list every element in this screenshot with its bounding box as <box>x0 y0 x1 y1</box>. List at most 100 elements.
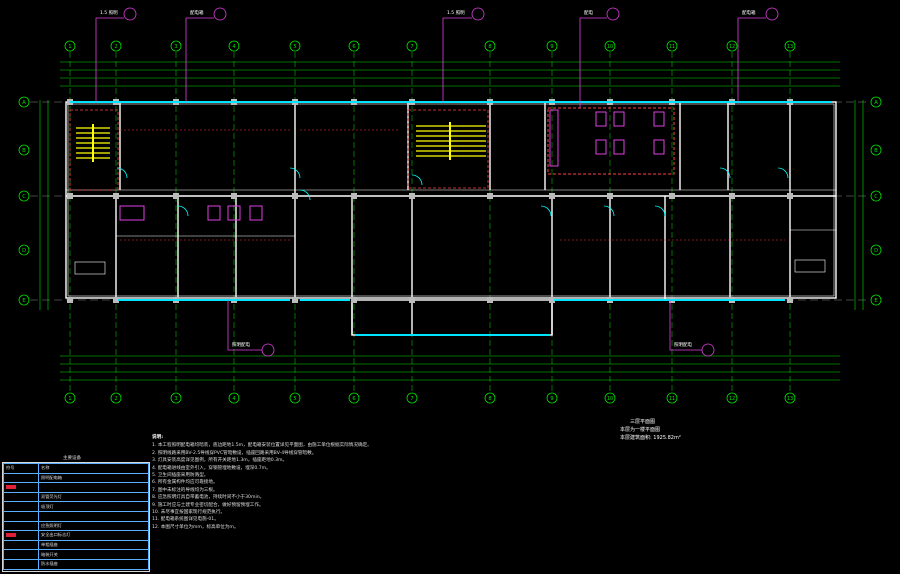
axis-marker <box>228 40 240 52</box>
legend-row: 暗装开关 <box>3 549 149 560</box>
legend-name <box>38 482 149 493</box>
legend-header-cell: 名称 <box>38 463 149 474</box>
note-line: 6. 所有金属构件均应可靠接地。 <box>152 480 218 486</box>
column <box>729 193 735 199</box>
column <box>669 193 675 199</box>
door <box>777 167 789 179</box>
axis-label: 3 <box>174 44 177 50</box>
axis-label: B <box>22 148 26 154</box>
axis-label: 4 <box>232 44 235 50</box>
axis-marker <box>604 392 616 404</box>
windows <box>70 101 832 336</box>
axis-marker <box>289 40 301 52</box>
column <box>787 297 793 303</box>
column <box>231 193 237 199</box>
note-line: 10. 未尽事宜按国家现行规范执行。 <box>152 510 226 516</box>
axis-marker <box>870 190 882 202</box>
door <box>654 205 666 217</box>
axis-label: 6 <box>352 44 355 50</box>
building-walls <box>65 101 837 336</box>
axis-marker <box>870 244 882 256</box>
column <box>549 297 555 303</box>
door <box>540 205 552 217</box>
legend-row <box>3 510 149 522</box>
legend-row: 应急照明灯 <box>3 520 149 532</box>
axis-marker <box>406 392 418 404</box>
legend-row <box>3 482 149 493</box>
column <box>351 297 357 303</box>
axis-marker <box>784 40 796 52</box>
staircase-middle <box>407 109 489 189</box>
note-line: 1. 本工程照明配电箱均暗装，底边距地1.5m，配电箱安装位置详见平面图，由施工… <box>152 443 372 449</box>
legend-row: 吸顶灯 <box>3 501 149 512</box>
drawing-title: 三层平面图 <box>630 419 656 425</box>
axis-marker <box>228 392 240 404</box>
notes-heading: 说明: <box>152 435 164 440</box>
axis-label: B <box>874 148 878 154</box>
axis-marker <box>546 40 558 52</box>
column <box>787 193 793 199</box>
axis-marker <box>666 392 678 404</box>
note-line: 8. 应急照明灯具自带蓄电池，持续时间不小于30min。 <box>152 495 265 501</box>
axis-label: 4 <box>232 396 235 402</box>
column <box>67 193 73 199</box>
legend-row: 安全出口标志灯 <box>3 530 149 541</box>
title-block: 三层平面图 本层为一楼平面图 本层建筑面积: 1925.82m² <box>596 418 681 442</box>
door <box>603 205 615 217</box>
axis-label: 1 <box>68 396 71 402</box>
column <box>409 193 415 199</box>
callout-4: 配电 <box>584 9 593 16</box>
axis-label: 7 <box>410 44 413 50</box>
axis-marker <box>289 392 301 404</box>
axis-label: 11 <box>669 44 675 50</box>
toilet-fixtures <box>119 107 675 221</box>
legend-name: 应急照明灯 <box>38 520 149 532</box>
axis-label: 5 <box>293 396 296 402</box>
axis-marker <box>64 392 76 404</box>
note-line: 12. 本图尺寸单位为mm，标高单位为m。 <box>152 524 239 530</box>
column <box>113 297 119 303</box>
callout-texts: 1.5 照明 配电箱 1.5 照明 配电 配电箱 照明配电 照明配电 <box>100 9 756 348</box>
axis-label: 12 <box>729 396 735 402</box>
axis-marker <box>170 40 182 52</box>
axis-marker <box>484 40 496 52</box>
column <box>487 193 493 199</box>
axis-label: 3 <box>174 396 177 402</box>
dimension-lines <box>39 61 864 381</box>
axis-marker <box>726 40 738 52</box>
axis-label: 10 <box>607 396 613 402</box>
axis-marker <box>870 96 882 108</box>
drawing-area: 本层建筑面积: 1925.82m² <box>620 435 681 441</box>
axis-marker <box>406 40 418 52</box>
note-line: 3. 灯具安装高度详见图例，所有开关距地1.3m，插座距地0.3m。 <box>152 458 288 464</box>
axis-label: 12 <box>729 44 735 50</box>
legend-symbol <box>3 501 39 512</box>
axis-marker <box>110 392 122 404</box>
axis-label: A <box>22 100 26 106</box>
note-line: 5. 卫生间插座采用防溅型。 <box>152 473 209 479</box>
door <box>116 167 128 179</box>
legend-symbol <box>3 539 39 551</box>
door <box>411 174 423 186</box>
axis-marker <box>546 392 558 404</box>
axis-label: 10 <box>607 44 613 50</box>
column <box>351 193 357 199</box>
axis-label: 8 <box>488 396 491 402</box>
axis-label: 9 <box>550 396 553 402</box>
wiring-runs <box>120 129 785 241</box>
axis-marker <box>784 392 796 404</box>
axis-label: 13 <box>787 44 793 50</box>
axis-marker <box>484 392 496 404</box>
axis-marker <box>870 294 882 306</box>
axis-marker <box>18 294 30 306</box>
axis-marker <box>348 392 360 404</box>
legend-swatch <box>6 484 16 489</box>
axis-marker <box>64 40 76 52</box>
legend-name: 双管荧光灯 <box>38 491 149 503</box>
note-line: 2. 照明线路采用BV-2.5导线穿PVC管暗敷设，插座回路采用BV-4导线穿管… <box>152 450 317 456</box>
callout-leaders <box>95 7 779 357</box>
axis-marker <box>110 40 122 52</box>
axis-label: 6 <box>352 396 355 402</box>
